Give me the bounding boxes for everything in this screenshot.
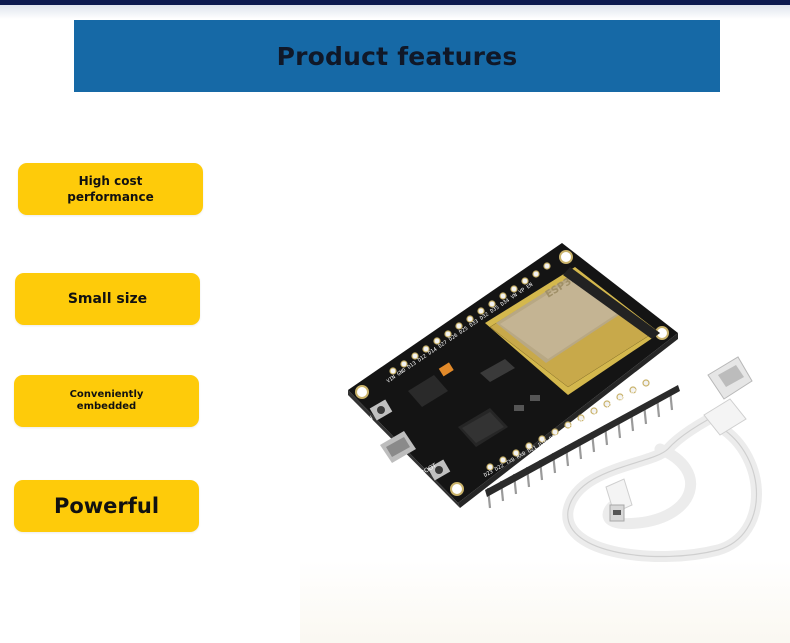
usb-cable-outline: [567, 408, 758, 558]
feature-badge-embedded: Conveniently embedded: [14, 375, 199, 427]
esp32-board-image: VIN GND D13 D12 D14 D27 D26 D25 D33 D32 …: [348, 243, 762, 562]
header-pins-base: [485, 385, 680, 497]
feature-badge-size: Small size: [15, 273, 200, 325]
esp32-module: ESP32: [485, 267, 660, 395]
en-button-label: EN: [364, 415, 375, 425]
feature-label-embedded: Conveniently embedded: [69, 389, 144, 412]
feature-badge-cost: High cost performance: [18, 163, 203, 215]
usb-a-plug: [703, 356, 753, 436]
en-button: [369, 399, 393, 421]
section-title: Product features: [276, 41, 518, 71]
micro-usb-port: [380, 431, 416, 463]
section-banner: Product features: [74, 20, 720, 92]
pin-holes-bottom: [486, 379, 650, 471]
pin-holes-top: [389, 262, 551, 375]
top-bar: [0, 0, 790, 5]
feature-label-cost: High cost performance: [67, 174, 154, 204]
boot-button: [427, 459, 451, 481]
micro-usb-plug: [605, 478, 633, 522]
feature-badge-powerful: Powerful: [14, 480, 199, 532]
components: [408, 359, 540, 447]
top-bar-shadow: [0, 5, 790, 19]
feature-label-size: Small size: [67, 291, 148, 307]
floor-shade: [300, 560, 790, 643]
feature-label-powerful: Powerful: [53, 494, 160, 518]
